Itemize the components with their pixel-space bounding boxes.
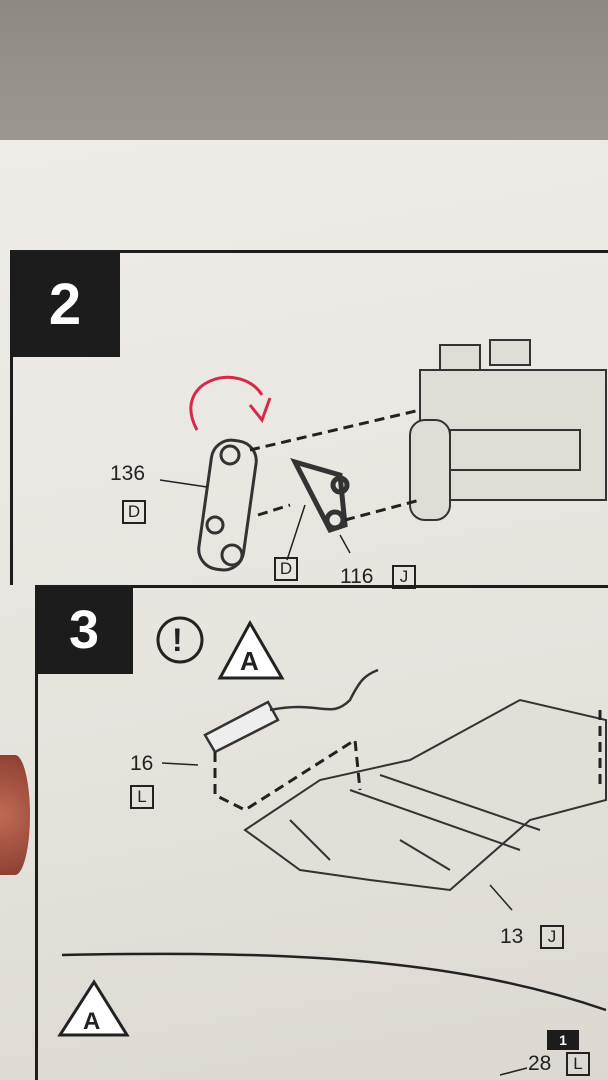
detail-a-triangle	[57, 979, 130, 1037]
detail-a-label: A	[83, 1008, 101, 1035]
step-2-number: 2	[10, 252, 120, 357]
ref-a-triangle	[217, 619, 285, 680]
part-13-number: 13	[500, 925, 524, 948]
part-136-sheet: D	[122, 500, 146, 524]
step-2-frame	[10, 250, 608, 585]
part-16-sheet: L	[130, 785, 154, 809]
exhaust-pipe	[203, 668, 379, 754]
belt-sheet: D	[274, 557, 298, 581]
part-13-sheet: J	[540, 925, 564, 949]
fan-belt-116	[290, 457, 350, 534]
background-wall	[0, 0, 608, 160]
red-rotation-arrow	[189, 375, 272, 431]
step-3-number: 3	[35, 586, 133, 674]
part-116-number: 116	[340, 565, 374, 588]
part-28-sheet: L	[566, 1052, 590, 1076]
part-136-number: 136	[110, 462, 146, 485]
finger	[0, 755, 30, 875]
section-divider	[61, 952, 607, 1012]
warning-circle	[156, 616, 204, 664]
detail-badge: 1	[547, 1030, 579, 1050]
part-28-number: 28	[528, 1052, 552, 1075]
ref-a-label: A	[240, 646, 259, 676]
part-16-number: 16	[130, 752, 154, 775]
step-3-frame	[35, 585, 608, 1080]
pulley-bracket-136	[197, 438, 258, 572]
engine-block	[409, 339, 607, 521]
warning-icon: !	[172, 622, 183, 658]
chassis-floor-pan	[243, 698, 607, 892]
part-116-sheet: J	[392, 565, 416, 589]
